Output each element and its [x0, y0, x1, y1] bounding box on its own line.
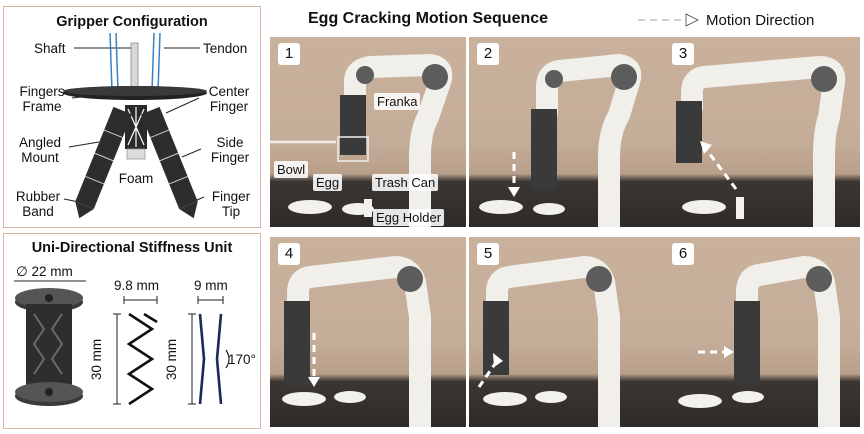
rubber-band-label-line1: Rubber [15, 189, 61, 204]
frame-number-4: 4 [278, 243, 300, 265]
zigzag-width-label: 9.8 mm [114, 278, 160, 293]
egg-holder-tag: Egg Holder [373, 209, 445, 226]
shaft-label: Shaft [34, 41, 66, 56]
sequence-frame-6: 6 [664, 237, 860, 427]
frame-number-1: 1 [278, 43, 300, 65]
sequence-frame-3: 3 [664, 37, 860, 227]
robot-arm-illustration [270, 53, 453, 227]
frame-number-6: 6 [672, 243, 694, 265]
bowl-tag: Bowl [274, 161, 309, 178]
sequence-frame-1: 1 Franka Bowl Egg Trash Can Egg Holder [270, 37, 466, 227]
fingers-frame-label-line1: Fingers [19, 84, 65, 99]
gripper-panel-title: Gripper Configuration [56, 14, 208, 30]
stiffness-unit-illustration [14, 280, 230, 406]
zigzag-height-label: 30 mm [89, 338, 105, 381]
frame-number-5: 5 [477, 243, 499, 265]
sequence-frame-2: 2 [469, 37, 665, 227]
gripper-configuration-panel: Gripper Configuration [3, 6, 261, 228]
frame-number-3: 3 [672, 43, 694, 65]
fingers-frame-label-line2: Frame [22, 99, 62, 114]
sequence-frame-5: 5 [469, 237, 665, 427]
trash-can-tag: Trash Can [372, 174, 439, 191]
stiffness-unit-panel: Uni-Directional Stiffness Unit [3, 233, 261, 429]
foam-label: Foam [118, 171, 154, 186]
angled-mount-label-line1: Angled [18, 135, 62, 150]
robot-arm-illustration [479, 53, 642, 227]
angle-label: 170° [228, 352, 256, 367]
center-finger-label-line1: Center [208, 84, 250, 99]
unit-panel-title: Uni-Directional Stiffness Unit [31, 240, 233, 256]
side-finger-label-line1: Side [216, 135, 244, 150]
finger-tip-label-line1: Finger [211, 189, 251, 204]
sequence-title: Egg Cracking Motion Sequence [308, 10, 549, 27]
center-finger-label-line2: Finger [209, 99, 249, 114]
sequence-frame-4: 4 [270, 237, 466, 427]
straight-width-label: 9 mm [194, 278, 228, 293]
motion-direction-label: Motion Direction [706, 11, 815, 29]
gripper-illustration [63, 32, 207, 219]
frame-number-2: 2 [477, 43, 499, 65]
straight-height-label: 30 mm [164, 338, 180, 381]
diameter-label: ∅ 22 mm [16, 264, 73, 279]
tendon-label: Tendon [203, 41, 248, 56]
robot-arm-illustration [477, 255, 620, 427]
angled-mount-label-line2: Mount [21, 150, 59, 165]
side-finger-label-line2: Finger [210, 150, 250, 165]
rubber-band-label-line2: Band [22, 204, 54, 219]
finger-tip-label-line2: Tip [221, 204, 241, 219]
franka-tag: Franka [374, 93, 421, 110]
dashed-arrow-icon [638, 13, 699, 27]
robot-arm-illustration [676, 55, 846, 227]
motion-direction-legend: Motion Direction [636, 8, 814, 32]
robot-arm-illustration [678, 255, 840, 427]
robot-arm-illustration [282, 255, 431, 427]
egg-tag: Egg [313, 174, 343, 191]
